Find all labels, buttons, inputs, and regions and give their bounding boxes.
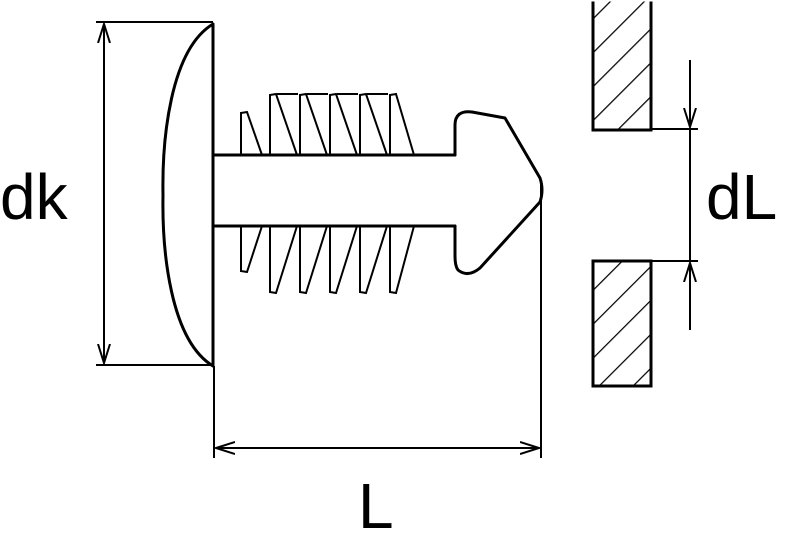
rivet-shank [211,153,457,228]
push-rivet [161,22,544,368]
dl-dimension: dL [651,60,777,330]
upper-fins [240,92,415,156]
lower-fins [240,225,415,295]
panel-lower-section [591,259,653,388]
panel-upper-section [591,0,653,132]
length-dimension: L [213,183,542,542]
length-label: L [358,470,394,542]
mounting-panel [591,0,653,388]
dk-dimension: dk [0,21,213,366]
rivet-tip [453,110,544,275]
dk-label: dk [0,161,69,233]
dl-label: dL [706,161,777,233]
rivet-head [161,22,215,368]
